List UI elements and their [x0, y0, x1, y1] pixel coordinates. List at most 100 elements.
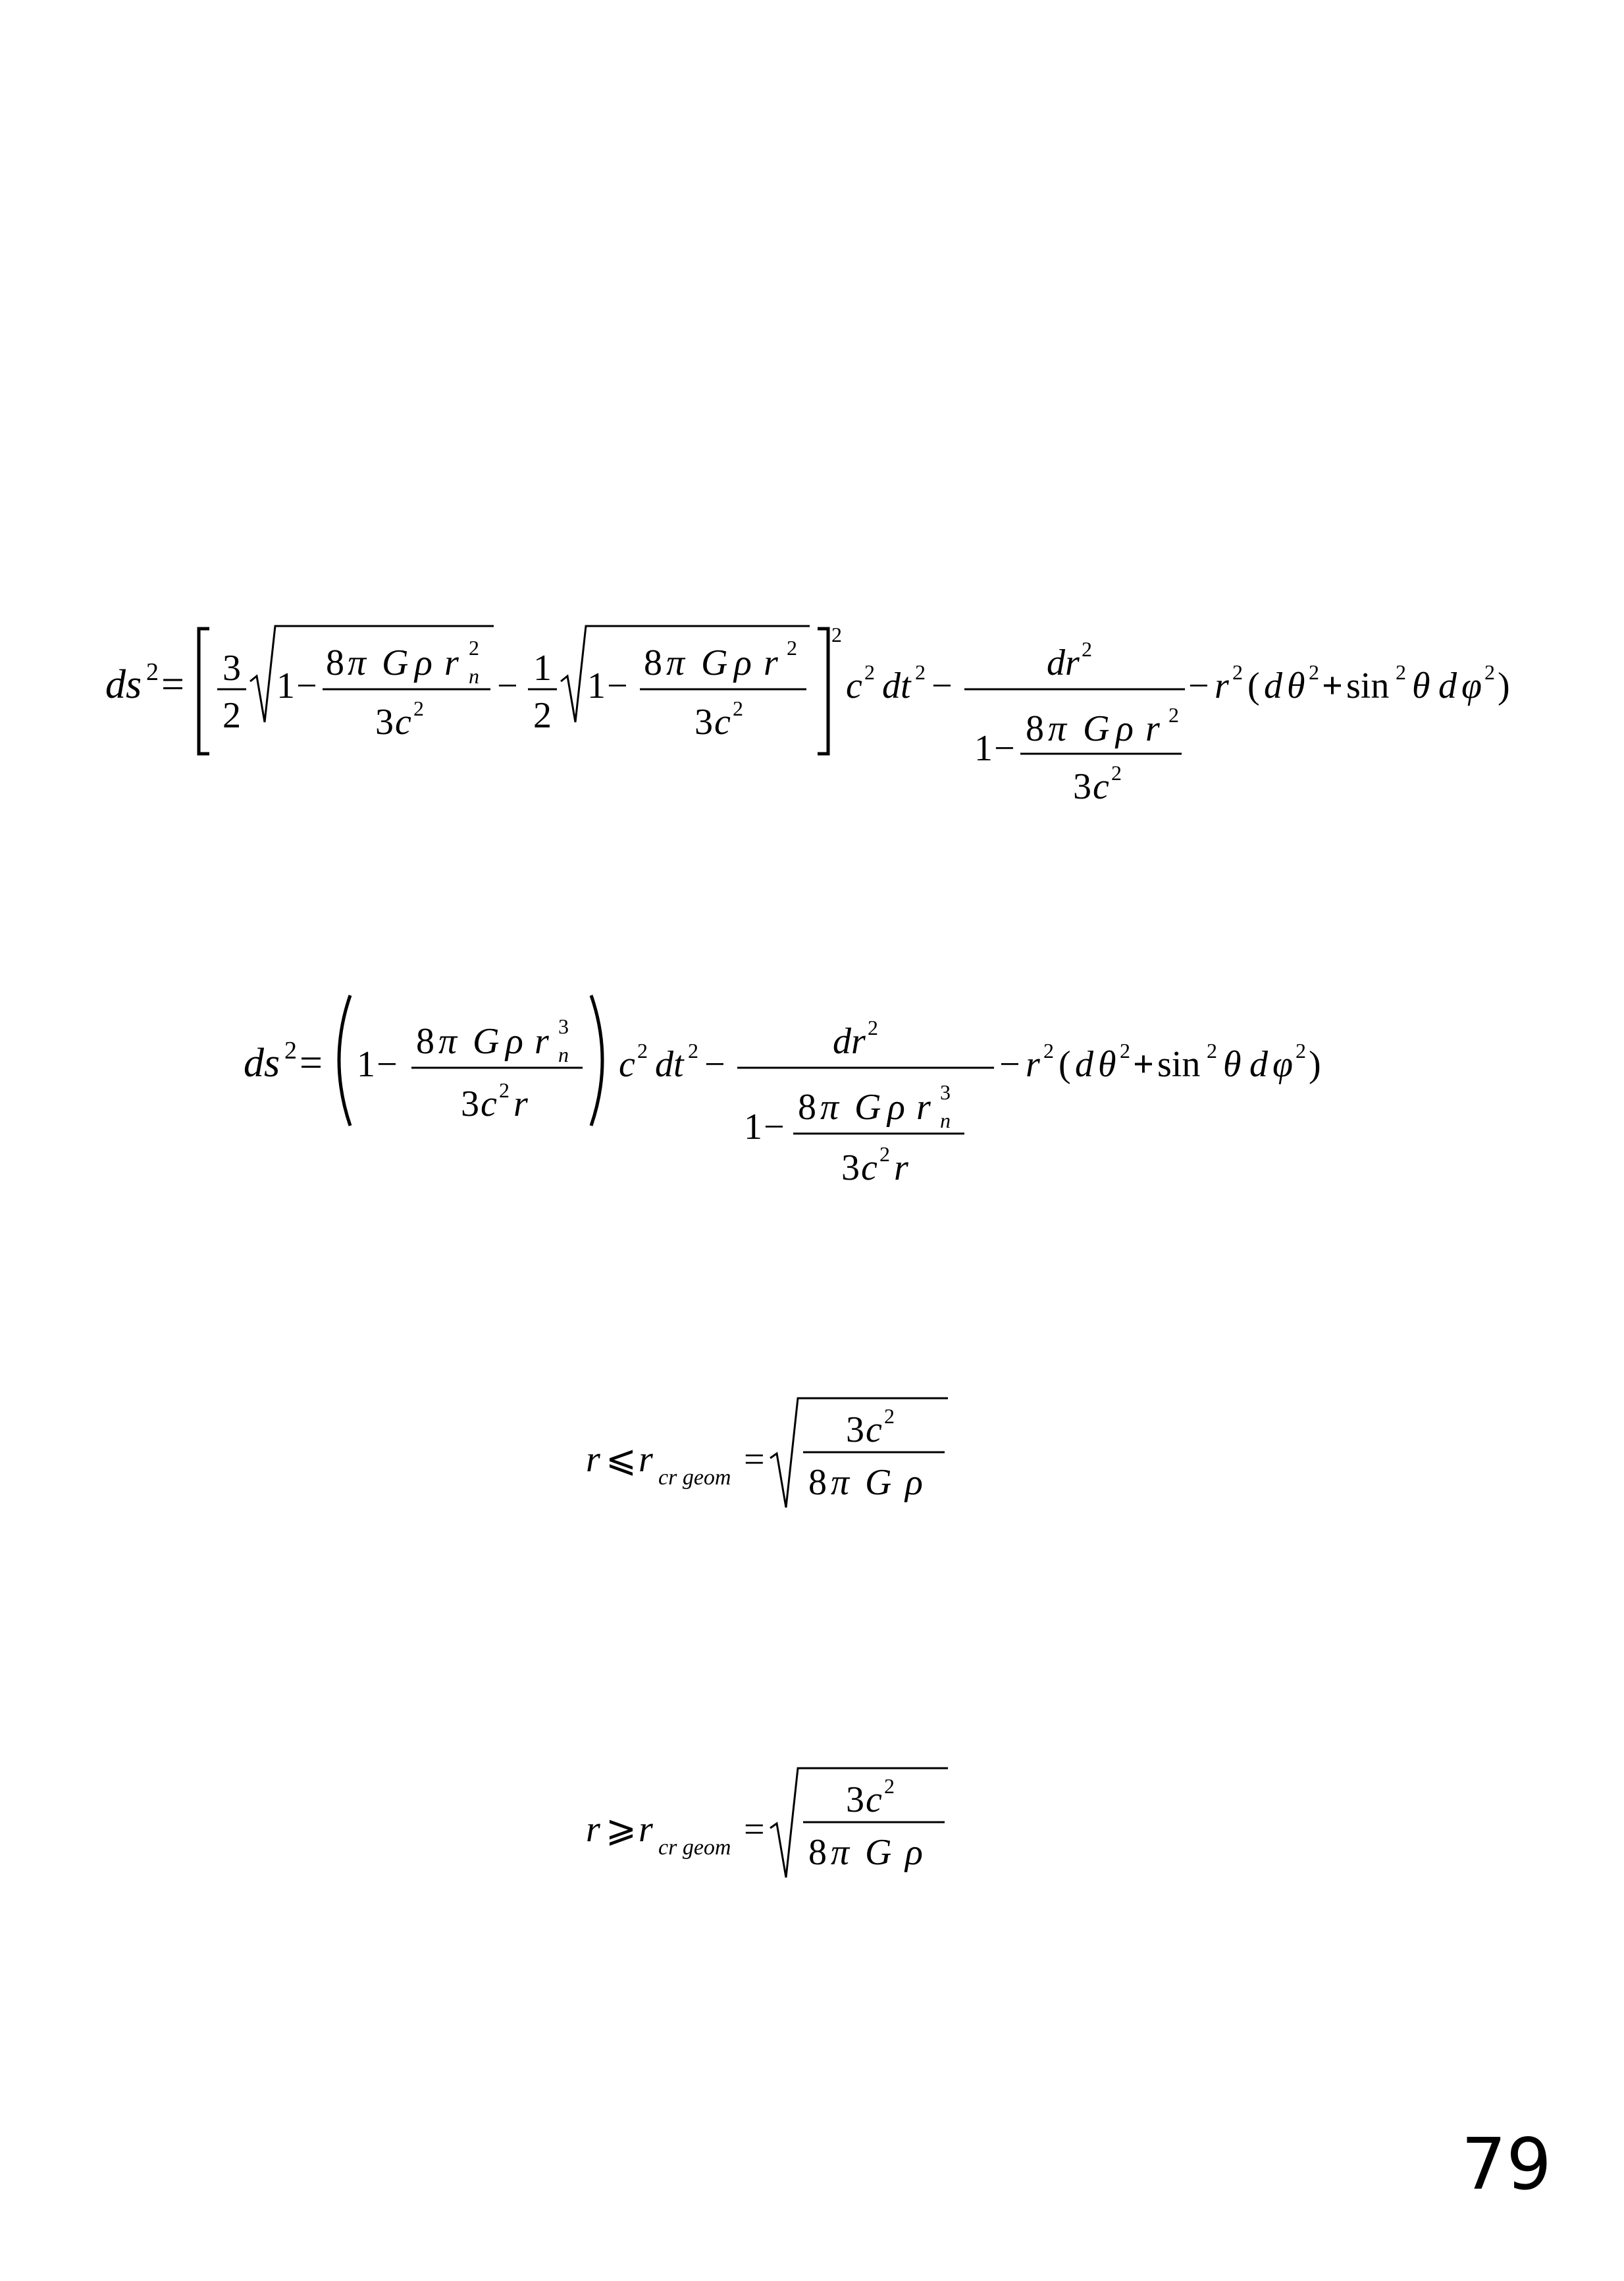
svg-text:c: c [714, 702, 731, 743]
metric-exterior-equation: ds 2 = 1 − 8 π G ρ 3 r 3 n 3 c 2 r c 2 d… [237, 981, 1409, 1198]
svg-text:8: 8 [326, 642, 344, 683]
svg-text:2: 2 [831, 623, 842, 646]
svg-text:3: 3 [846, 1409, 864, 1450]
svg-text:c: c [846, 666, 862, 706]
svg-text:2: 2 [637, 1039, 648, 1062]
svg-text:G: G [473, 1021, 499, 1062]
critical-radius-ge-equation: r ⩾ r cr geom = 3 c 2 8 π G ρ [579, 1759, 987, 1897]
svg-text:8: 8 [1026, 708, 1044, 749]
svg-text:d: d [1264, 666, 1283, 706]
svg-text:⩾: ⩾ [606, 1809, 637, 1850]
svg-text:π: π [666, 642, 686, 683]
svg-text:cr geom: cr geom [658, 1465, 731, 1490]
svg-text:c: c [619, 1044, 635, 1085]
svg-text:θ: θ [1412, 666, 1430, 706]
page-number: 79 [1461, 2124, 1552, 2206]
svg-text:2: 2 [223, 695, 241, 736]
svg-text:8: 8 [808, 1462, 827, 1503]
svg-text:ρ: ρ [733, 642, 752, 683]
svg-text:−: − [994, 728, 1015, 769]
svg-text:r: r [586, 1439, 600, 1480]
svg-text:r: r [894, 1147, 908, 1188]
svg-text:1: 1 [276, 666, 295, 706]
svg-text:π: π [831, 1462, 851, 1503]
svg-text:sin: sin [1157, 1044, 1200, 1085]
svg-text:n: n [558, 1043, 569, 1066]
svg-text:r: r [1145, 708, 1160, 749]
svg-text:2: 2 [688, 1039, 698, 1062]
svg-text:ds: ds [244, 1041, 280, 1086]
svg-text:8: 8 [644, 642, 662, 683]
svg-text:8: 8 [808, 1832, 827, 1873]
svg-text:2: 2 [1207, 1039, 1217, 1062]
svg-text:1: 1 [533, 648, 552, 689]
svg-text:3: 3 [558, 1014, 569, 1038]
svg-text:c: c [861, 1147, 877, 1188]
svg-text:ρ: ρ [904, 1832, 923, 1873]
svg-text:+: + [1322, 666, 1343, 706]
svg-text:2: 2 [1232, 660, 1243, 684]
svg-text:2: 2 [868, 1016, 878, 1039]
svg-text:2: 2 [884, 1774, 895, 1798]
svg-text:(: ( [1247, 666, 1260, 706]
svg-text:π: π [438, 1021, 458, 1062]
equals-sign: = [161, 662, 184, 707]
svg-text:r: r [535, 1021, 549, 1062]
svg-text:1: 1 [587, 666, 606, 706]
svg-text:dr: dr [1047, 642, 1080, 683]
svg-text:−: − [931, 666, 953, 706]
svg-text:dt: dt [882, 666, 912, 706]
svg-text:2: 2 [1396, 660, 1406, 684]
svg-text:−: − [607, 666, 628, 706]
svg-text:−: − [704, 1044, 725, 1085]
svg-text:π: π [348, 642, 367, 683]
svg-text:π: π [1048, 708, 1068, 749]
svg-text:2: 2 [1309, 660, 1319, 684]
svg-text:2: 2 [1111, 761, 1122, 785]
svg-text:−: − [377, 1044, 398, 1085]
svg-text:n: n [469, 664, 479, 688]
svg-text:G: G [854, 1087, 881, 1128]
svg-text:3: 3 [223, 648, 241, 689]
svg-text:−: − [1188, 666, 1209, 706]
svg-text:1: 1 [357, 1044, 375, 1085]
svg-text:d: d [1075, 1044, 1094, 1085]
svg-text:2: 2 [864, 660, 875, 684]
svg-text:2: 2 [1484, 660, 1495, 684]
svg-text:−: − [296, 666, 317, 706]
svg-text:r: r [639, 1439, 653, 1480]
lhs-ds: ds [105, 662, 142, 707]
svg-text:⩽: ⩽ [606, 1439, 637, 1480]
svg-text:2: 2 [884, 1404, 895, 1428]
svg-text:d: d [1438, 666, 1457, 706]
svg-text:+: + [1133, 1044, 1154, 1085]
svg-text:2: 2 [469, 636, 479, 660]
metric-interior-equation: ds 2 = 3 2 1 − 8 π G ρ r 2 n 3 c 2 − [99, 602, 1560, 820]
svg-text:2: 2 [533, 695, 552, 736]
svg-text:θ: θ [1098, 1044, 1116, 1085]
svg-text:dr: dr [833, 1021, 866, 1062]
svg-text:cr geom: cr geom [658, 1835, 731, 1860]
svg-text:(: ( [1059, 1044, 1071, 1085]
svg-text:2: 2 [915, 660, 926, 684]
svg-text:3: 3 [694, 702, 713, 743]
svg-text:2: 2 [879, 1142, 890, 1166]
svg-text:r: r [1215, 666, 1229, 706]
svg-text:2: 2 [413, 696, 424, 720]
svg-text:c: c [481, 1084, 497, 1124]
critical-radius-le-equation: r ⩽ r cr geom = 3 c 2 8 π G ρ [579, 1389, 987, 1527]
lhs-sq: 2 [146, 658, 159, 686]
svg-text:r: r [444, 642, 459, 683]
svg-text:φ: φ [1272, 1044, 1293, 1085]
svg-text:−: − [764, 1107, 785, 1147]
svg-text:): ) [1309, 1044, 1321, 1085]
svg-text:r: r [1026, 1044, 1040, 1085]
svg-text:1: 1 [744, 1107, 762, 1147]
svg-text:G: G [865, 1832, 891, 1873]
right-paren-large [589, 995, 604, 1126]
svg-text:φ: φ [1461, 666, 1482, 706]
svg-text:ρ: ρ [1114, 708, 1134, 749]
svg-text:2: 2 [733, 696, 743, 720]
svg-text:2: 2 [1082, 637, 1092, 661]
svg-text:G: G [382, 642, 408, 683]
